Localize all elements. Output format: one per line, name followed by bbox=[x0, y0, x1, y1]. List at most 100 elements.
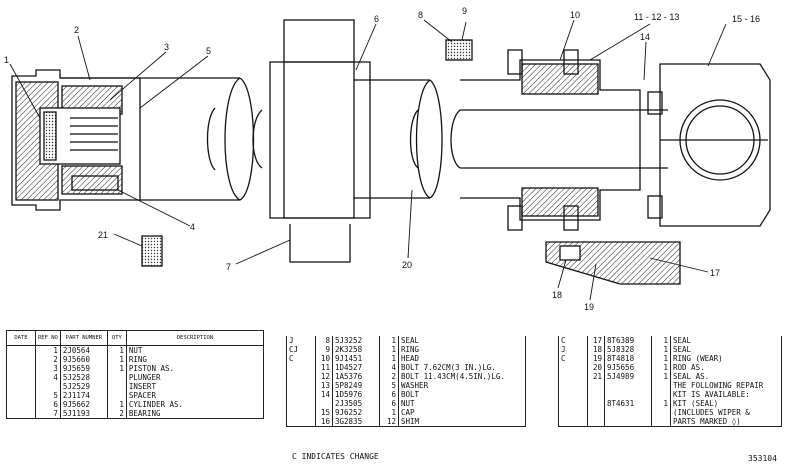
callout-2: 2 bbox=[74, 25, 79, 35]
cell-ref: 14 bbox=[315, 390, 333, 399]
cell-date bbox=[558, 390, 588, 399]
header-qty: QTY bbox=[106, 330, 127, 346]
cell-part: 1D5976 bbox=[332, 390, 380, 399]
cell-qty: 1 bbox=[651, 399, 671, 408]
cell-part: 8T4818 bbox=[604, 354, 652, 363]
cell-part: 1D4527 bbox=[332, 363, 380, 372]
cell-qty: 1 bbox=[651, 345, 671, 354]
cell-desc: BOLT 11.43CM(4.5IN.)LG. bbox=[398, 372, 526, 381]
callout-5: 5 bbox=[206, 46, 211, 56]
cell-desc: PLUNGER bbox=[125, 373, 265, 382]
cell-desc: CAP bbox=[398, 408, 526, 417]
cell-date bbox=[6, 373, 36, 382]
cell-part: 9J5662 bbox=[59, 400, 108, 409]
cell-date bbox=[6, 409, 36, 419]
cell-part bbox=[604, 417, 652, 427]
table-row: THE FOLLOWING REPAIR bbox=[558, 381, 782, 390]
cell-part: 5J2529 bbox=[59, 382, 108, 391]
cell-qty bbox=[106, 391, 127, 400]
cell-ref: 9 bbox=[315, 345, 333, 354]
cell-qty: 1 bbox=[651, 336, 671, 345]
callout-18: 18 bbox=[552, 290, 562, 300]
header-part-number: PART NUMBER bbox=[59, 330, 108, 346]
cell-date: C bbox=[286, 354, 316, 363]
cell-ref: 4 bbox=[35, 373, 61, 382]
callout-3: 3 bbox=[164, 42, 169, 52]
cell-date bbox=[6, 355, 36, 364]
cell-qty: 1 bbox=[651, 363, 671, 372]
cell-desc: RING bbox=[398, 345, 526, 354]
cell-date bbox=[558, 381, 588, 390]
table-row: 5J2529 INSERT bbox=[6, 382, 265, 391]
cell-part: 5J8328 bbox=[604, 345, 652, 354]
cell-date bbox=[558, 372, 588, 381]
cell-qty bbox=[106, 382, 127, 391]
cell-qty: 6 bbox=[379, 390, 399, 399]
cell-qty: 12 bbox=[379, 417, 399, 427]
callout-11-12-13: 11 - 12 - 13 bbox=[634, 12, 679, 22]
cell-qty bbox=[651, 381, 671, 390]
header-ref-no: REF NO bbox=[35, 330, 61, 346]
header-date: DATE bbox=[6, 330, 36, 346]
cell-desc: HEAD bbox=[398, 354, 526, 363]
callout-14: 14 bbox=[640, 32, 650, 42]
cell-part: 2J3505 bbox=[332, 399, 380, 408]
drawing-number: 353104 bbox=[748, 454, 777, 463]
cell-part: 5J3252 bbox=[332, 336, 380, 345]
cell-date bbox=[6, 364, 36, 373]
cell-date bbox=[286, 399, 316, 408]
cell-part: 1A5376 bbox=[332, 372, 380, 381]
cell-date bbox=[558, 408, 588, 417]
cell-ref: 20 bbox=[587, 363, 605, 372]
cell-ref: 10 bbox=[315, 354, 333, 363]
callout-9: 9 bbox=[462, 6, 467, 16]
callout-6: 6 bbox=[374, 14, 379, 24]
cell-desc: BOLT bbox=[398, 390, 526, 399]
cell-ref bbox=[587, 390, 605, 399]
cell-qty: 1 bbox=[106, 364, 127, 373]
cell-ref: 17 bbox=[587, 336, 605, 345]
cell-ref bbox=[35, 382, 61, 391]
cell-part: 9J5659 bbox=[59, 364, 108, 373]
callout-17: 17 bbox=[710, 268, 720, 278]
cell-qty: 1 bbox=[379, 354, 399, 363]
callout-19: 19 bbox=[584, 302, 594, 312]
cell-date bbox=[6, 400, 36, 409]
cell-desc: SPACER bbox=[125, 391, 265, 400]
callout-7: 7 bbox=[226, 262, 231, 272]
cell-qty bbox=[106, 373, 127, 382]
cell-part: 9J6252 bbox=[332, 408, 380, 417]
callout-15-16: 15 - 16 bbox=[732, 14, 760, 24]
cell-qty: 2 bbox=[106, 409, 127, 419]
cell-part: 9J5660 bbox=[59, 355, 108, 364]
cell-part: 3G2835 bbox=[332, 417, 380, 427]
callout-1: 1 bbox=[4, 55, 9, 65]
cell-qty bbox=[651, 417, 671, 427]
cell-desc: NUT bbox=[125, 345, 265, 355]
cell-desc: SEAL bbox=[670, 336, 782, 345]
cell-date bbox=[6, 391, 36, 400]
cell-date bbox=[286, 381, 316, 390]
cell-ref: 8 bbox=[315, 336, 333, 345]
cell-ref bbox=[587, 408, 605, 417]
table-row: (INCLUDES WIPER & bbox=[558, 408, 782, 417]
cell-qty: 1 bbox=[379, 408, 399, 417]
cell-qty: 2 bbox=[379, 372, 399, 381]
cell-desc: INSERT bbox=[125, 382, 265, 391]
cell-date bbox=[6, 345, 36, 355]
cell-date bbox=[286, 417, 316, 427]
cell-ref bbox=[587, 381, 605, 390]
cell-ref: 16 bbox=[315, 417, 333, 427]
cell-date: CJ bbox=[286, 345, 316, 354]
